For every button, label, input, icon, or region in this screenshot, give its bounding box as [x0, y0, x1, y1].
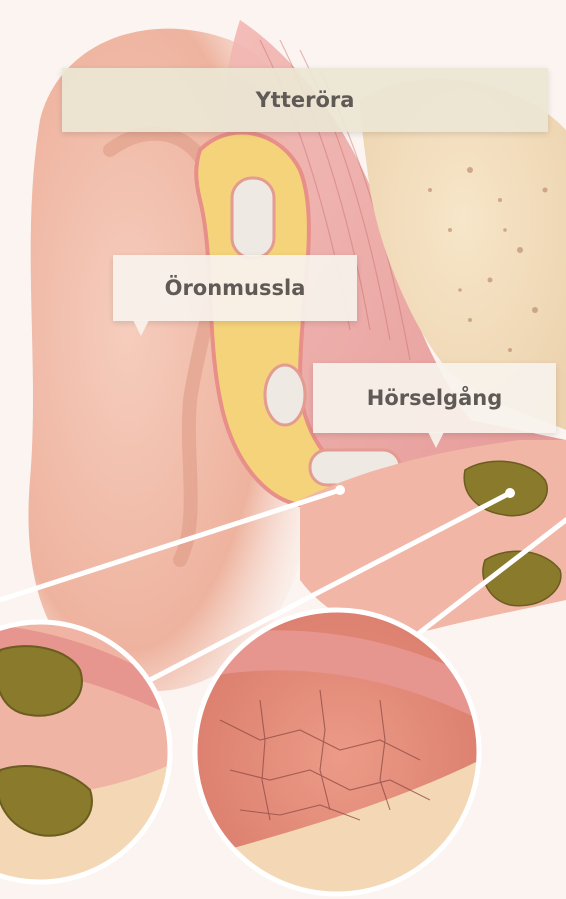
label-outer-ear: Ytteröra	[62, 68, 548, 132]
label-pinna: Öronmussla	[113, 255, 357, 321]
label-ear-canal-pointer	[428, 432, 444, 448]
label-pinna-pointer	[133, 320, 149, 336]
label-ear-canal: Hörselgång	[313, 363, 556, 433]
